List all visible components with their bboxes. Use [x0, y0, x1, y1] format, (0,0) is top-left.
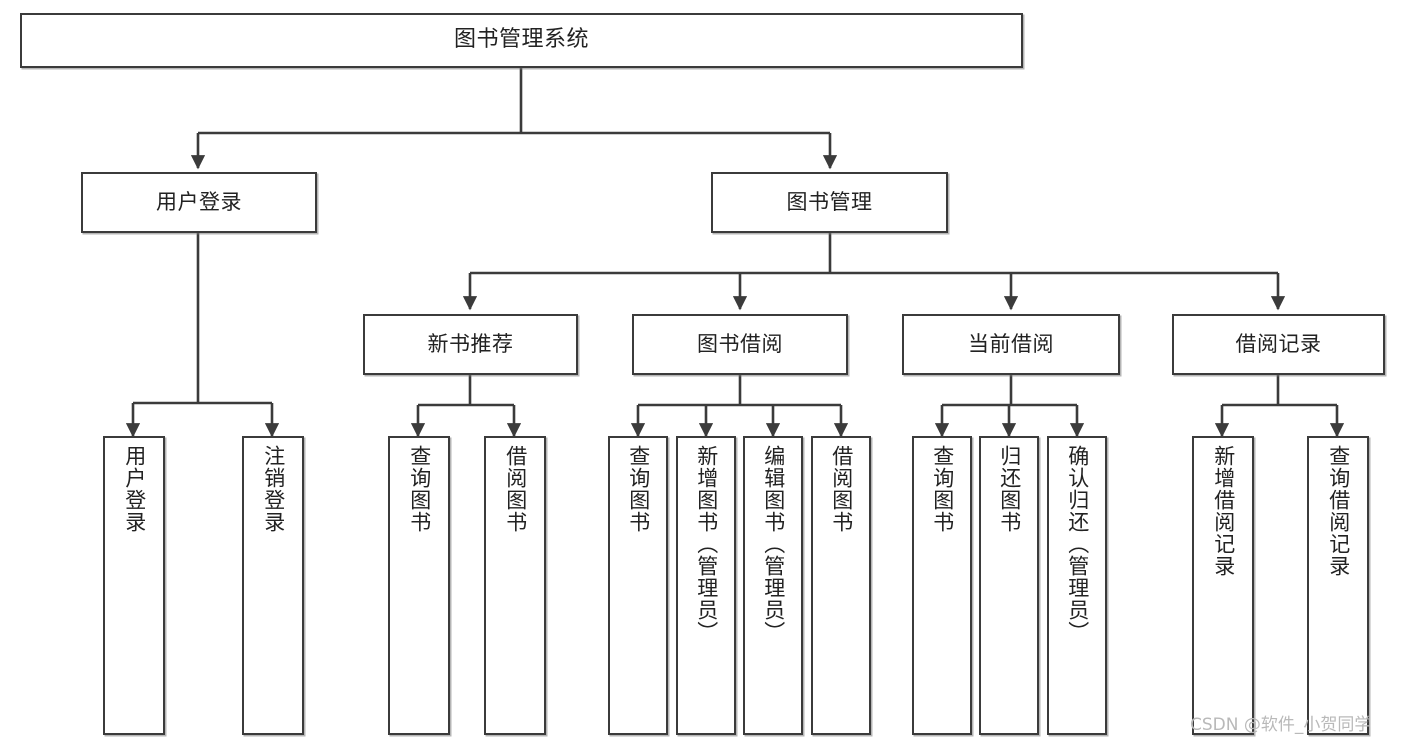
leaf-current-borrow-query-label: 查询图书: [930, 445, 955, 533]
leaf-book-borrow-query[interactable]: 查询图书: [608, 436, 668, 735]
leaf-user-login-logout[interactable]: 注销登录: [242, 436, 304, 735]
leaf-new-book-borrow-label: 借阅图书: [503, 445, 528, 533]
leaf-book-borrow-add[interactable]: 新增图书（管理员）: [676, 436, 736, 735]
leaf-borrow-record-add-label: 新增借阅记录: [1211, 445, 1236, 577]
leaf-current-borrow-return-label: 归还图书: [997, 445, 1022, 533]
leaf-book-borrow-edit-label: 编辑图书（管理员）: [761, 445, 786, 643]
node-user-login[interactable]: 用户登录: [81, 172, 317, 233]
node-book-borrow[interactable]: 图书借阅: [632, 314, 848, 375]
leaf-current-borrow-confirm-return-label: 确认归还（管理员）: [1065, 445, 1090, 643]
leaf-book-borrow-add-label: 新增图书（管理员）: [694, 445, 719, 643]
leaf-book-borrow-edit[interactable]: 编辑图书（管理员）: [743, 436, 803, 735]
leaf-borrow-record-query-label: 查询借阅记录: [1326, 445, 1351, 577]
node-borrow-record[interactable]: 借阅记录: [1172, 314, 1385, 375]
node-book-management[interactable]: 图书管理: [711, 172, 948, 233]
node-current-borrow[interactable]: 当前借阅: [902, 314, 1120, 375]
leaf-borrow-record-query[interactable]: 查询借阅记录: [1307, 436, 1369, 735]
node-new-book-recommend-label: 新书推荐: [427, 331, 514, 356]
leaf-book-borrow-query-label: 查询图书: [626, 445, 651, 533]
leaf-user-login-logout-label: 注销登录: [261, 445, 286, 533]
node-borrow-record-label: 借阅记录: [1235, 331, 1322, 356]
node-book-borrow-label: 图书借阅: [697, 331, 783, 356]
leaf-new-book-query-label: 查询图书: [407, 445, 432, 533]
leaf-book-borrow-borrow-label: 借阅图书: [829, 445, 854, 533]
leaf-current-borrow-return[interactable]: 归还图书: [979, 436, 1039, 735]
leaf-user-login-login[interactable]: 用户登录: [103, 436, 165, 735]
leaf-new-book-query[interactable]: 查询图书: [388, 436, 450, 735]
watermark-text: CSDN @软件_小贺同学: [1190, 715, 1372, 735]
node-root[interactable]: 图书管理系统: [20, 13, 1023, 68]
node-current-borrow-label: 当前借阅: [968, 331, 1054, 356]
leaf-new-book-borrow[interactable]: 借阅图书: [484, 436, 546, 735]
node-root-label: 图书管理系统: [453, 27, 589, 53]
leaf-current-borrow-confirm-return[interactable]: 确认归还（管理员）: [1047, 436, 1107, 735]
leaf-borrow-record-add[interactable]: 新增借阅记录: [1192, 436, 1254, 735]
node-new-book-recommend[interactable]: 新书推荐: [363, 314, 578, 375]
leaf-user-login-login-label: 用户登录: [122, 445, 147, 533]
leaf-current-borrow-query[interactable]: 查询图书: [912, 436, 972, 735]
node-book-management-label: 图书管理: [786, 189, 873, 214]
leaf-book-borrow-borrow[interactable]: 借阅图书: [811, 436, 871, 735]
node-user-login-label: 用户登录: [156, 189, 242, 214]
